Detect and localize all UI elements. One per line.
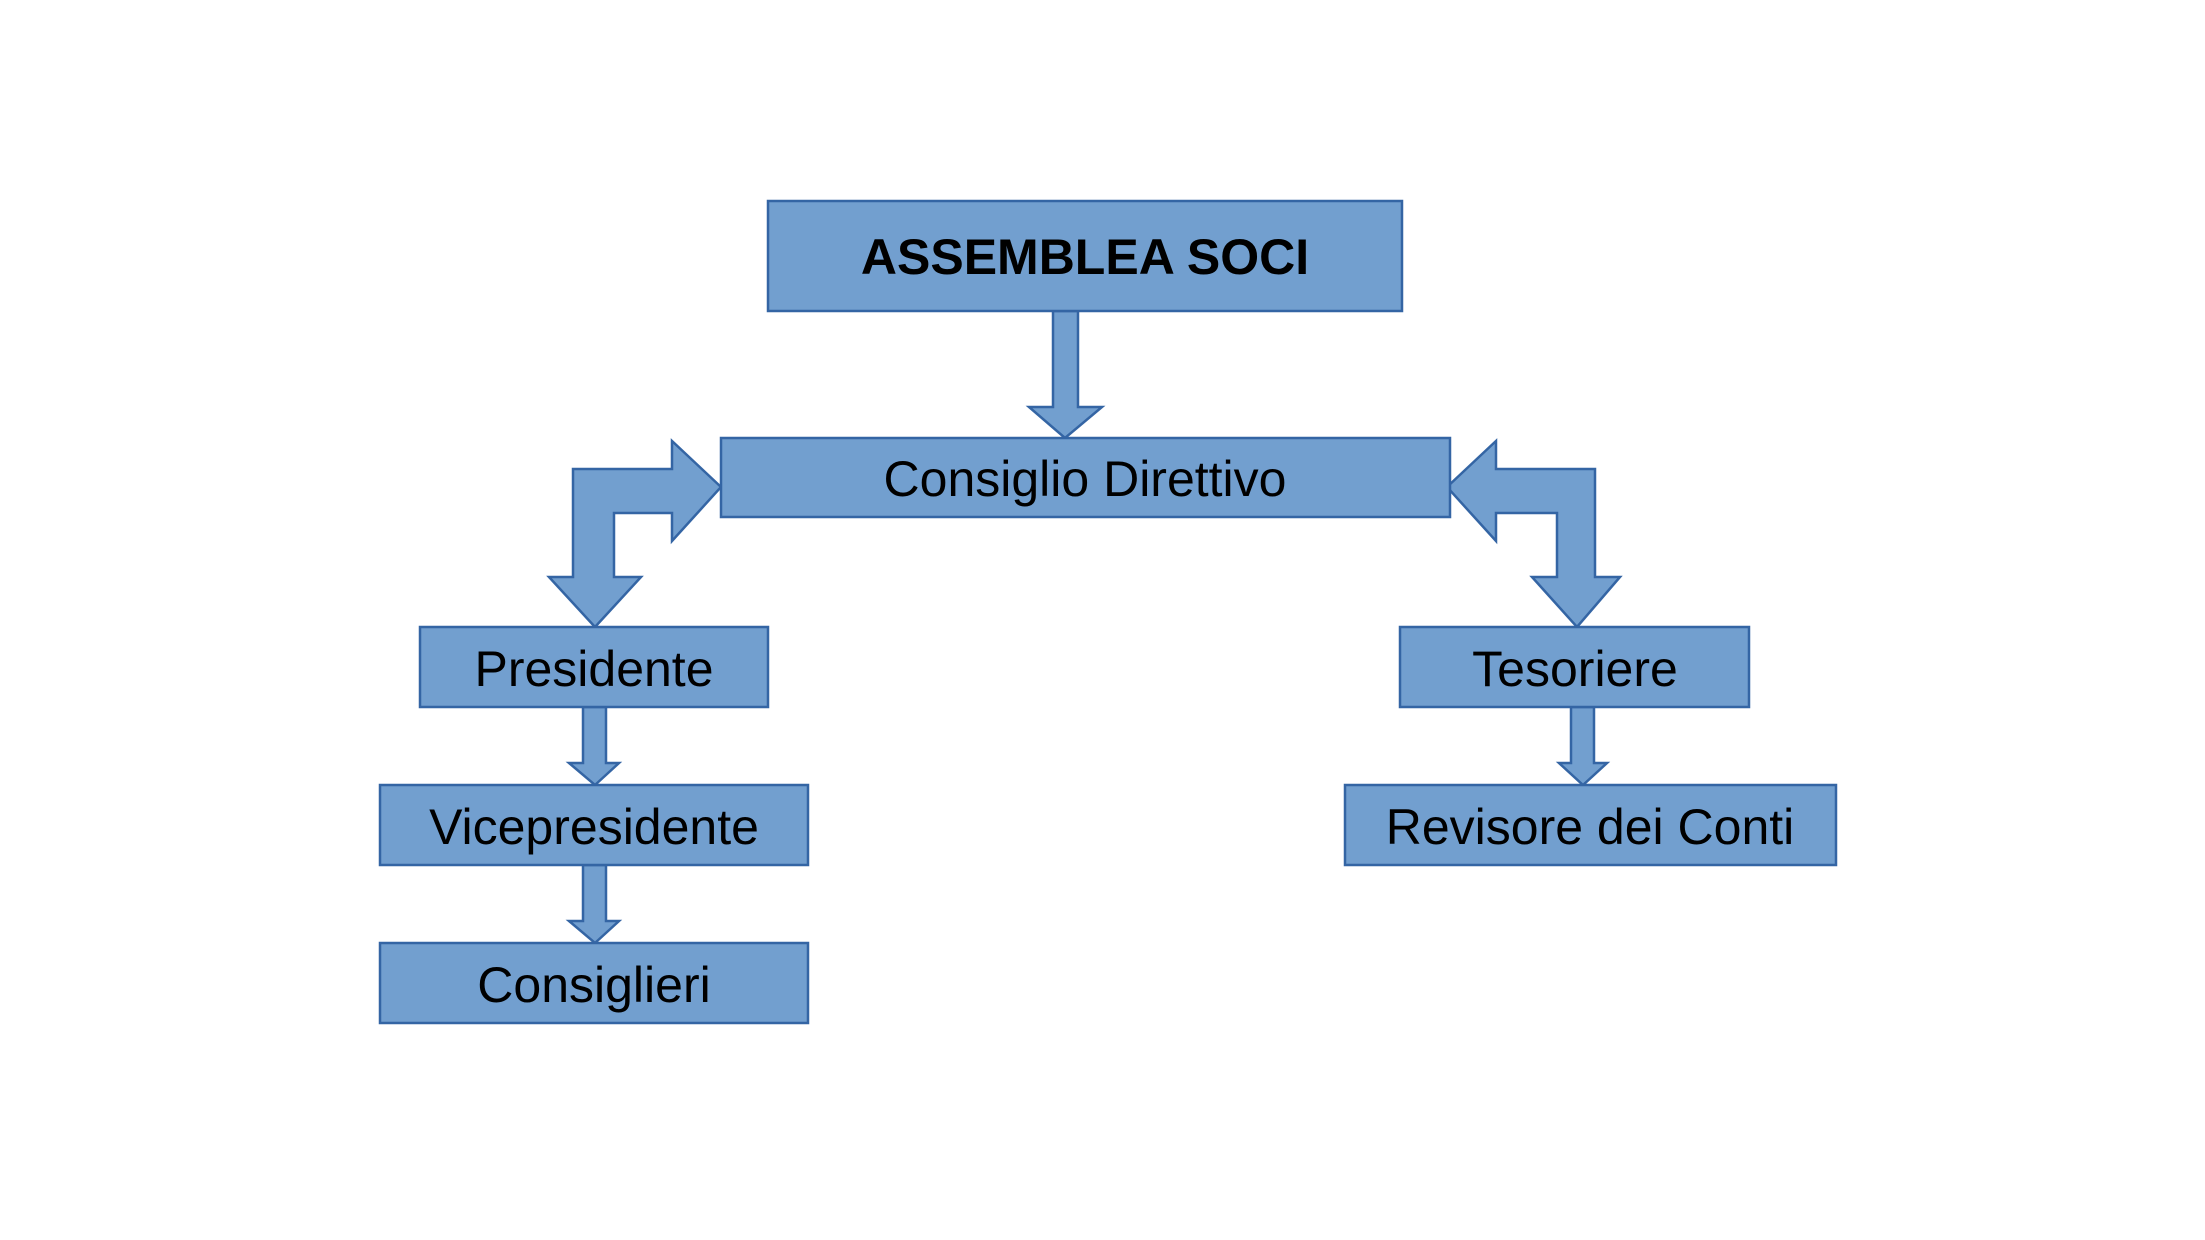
arrow-assemblea-to-consiglio (1025, 309, 1106, 440)
arrow-presidente-to-vicepresidente (565, 705, 623, 787)
arrow-vicepresidente-to-consiglieri (565, 863, 623, 945)
arrow-consiglio-presidente (546, 438, 723, 629)
node-assemblea-soci-label: ASSEMBLEA SOCI (861, 229, 1309, 285)
arrow-tesoriere-to-revisore (1555, 705, 1611, 787)
node-consiglieri-label: Consiglieri (477, 957, 710, 1013)
node-consiglio-direttivo: Consiglio Direttivo (719, 436, 1452, 519)
arrow-consiglio-tesoriere (1445, 438, 1623, 629)
node-revisore-dei-conti: Revisore dei Conti (1343, 783, 1838, 867)
node-vicepresidente: Vicepresidente (378, 783, 810, 867)
node-consiglieri: Consiglieri (378, 941, 810, 1025)
node-revisore-dei-conti-label: Revisore dei Conti (1386, 799, 1795, 855)
node-tesoriere-label: Tesoriere (1472, 641, 1678, 697)
node-consiglio-direttivo-label: Consiglio Direttivo (884, 451, 1287, 507)
node-vicepresidente-label: Vicepresidente (429, 799, 759, 855)
node-presidente-label: Presidente (474, 641, 713, 697)
node-assemblea-soci: ASSEMBLEA SOCI (766, 199, 1404, 313)
node-tesoriere: Tesoriere (1398, 625, 1751, 709)
node-presidente: Presidente (418, 625, 770, 709)
